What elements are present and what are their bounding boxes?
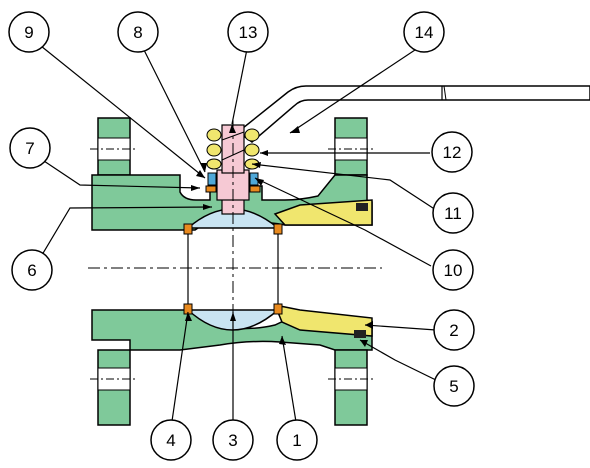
- callout-3: 3: [212, 419, 254, 461]
- callout-circle: [117, 11, 159, 53]
- callout-circle: [431, 131, 473, 173]
- callout-label: 4: [166, 431, 175, 450]
- callout-8: 8: [117, 11, 159, 53]
- callout-9: 9: [8, 11, 50, 53]
- callout-label: 1: [292, 431, 301, 450]
- callout-12: 12: [431, 131, 473, 173]
- handle-lever: [236, 85, 590, 143]
- callout-6: 6: [11, 249, 53, 291]
- callout-2: 2: [433, 309, 475, 351]
- leader-arrowheads: [185, 124, 373, 347]
- callout-label: 7: [25, 139, 34, 158]
- callout-1: 1: [276, 419, 318, 461]
- body-insert: [273, 199, 373, 338]
- callout-label: 6: [27, 261, 36, 280]
- callout-14: 14: [403, 11, 445, 53]
- callout-7: 7: [9, 127, 51, 169]
- callout-circle: [150, 419, 192, 461]
- callout-circle: [432, 249, 474, 291]
- callout-4: 4: [150, 419, 192, 461]
- callout-circle: [8, 11, 50, 53]
- callout-label: 9: [24, 23, 33, 42]
- callout-circle: [276, 419, 318, 461]
- callout-circle: [9, 127, 51, 169]
- body-seal-upper: [356, 203, 368, 211]
- callout-label: 11: [444, 204, 462, 223]
- callout-label: 5: [449, 377, 458, 396]
- callout-label: 2: [449, 321, 458, 340]
- centerlines: [88, 120, 382, 380]
- callout-circle: [403, 11, 445, 53]
- callout-circle: [11, 249, 53, 291]
- callout-circle: [227, 11, 269, 53]
- callout-13: 13: [227, 11, 269, 53]
- callout-circle: [212, 419, 254, 461]
- callout-label: 12: [443, 143, 462, 162]
- callout-circle: [433, 365, 475, 407]
- callout-label: 3: [228, 431, 237, 450]
- callout-11: 11: [432, 192, 474, 234]
- callout-label: 8: [133, 23, 142, 42]
- callout-label: 14: [415, 23, 434, 42]
- callout-label: 13: [239, 23, 258, 42]
- body-seal-lower: [354, 330, 366, 338]
- callout-circle: [433, 309, 475, 351]
- callout-circle: [432, 192, 474, 234]
- callout-10: 10: [432, 249, 474, 291]
- callout-5: 5: [433, 365, 475, 407]
- callout-label: 10: [444, 261, 463, 280]
- leader-lines: [32, 41, 441, 429]
